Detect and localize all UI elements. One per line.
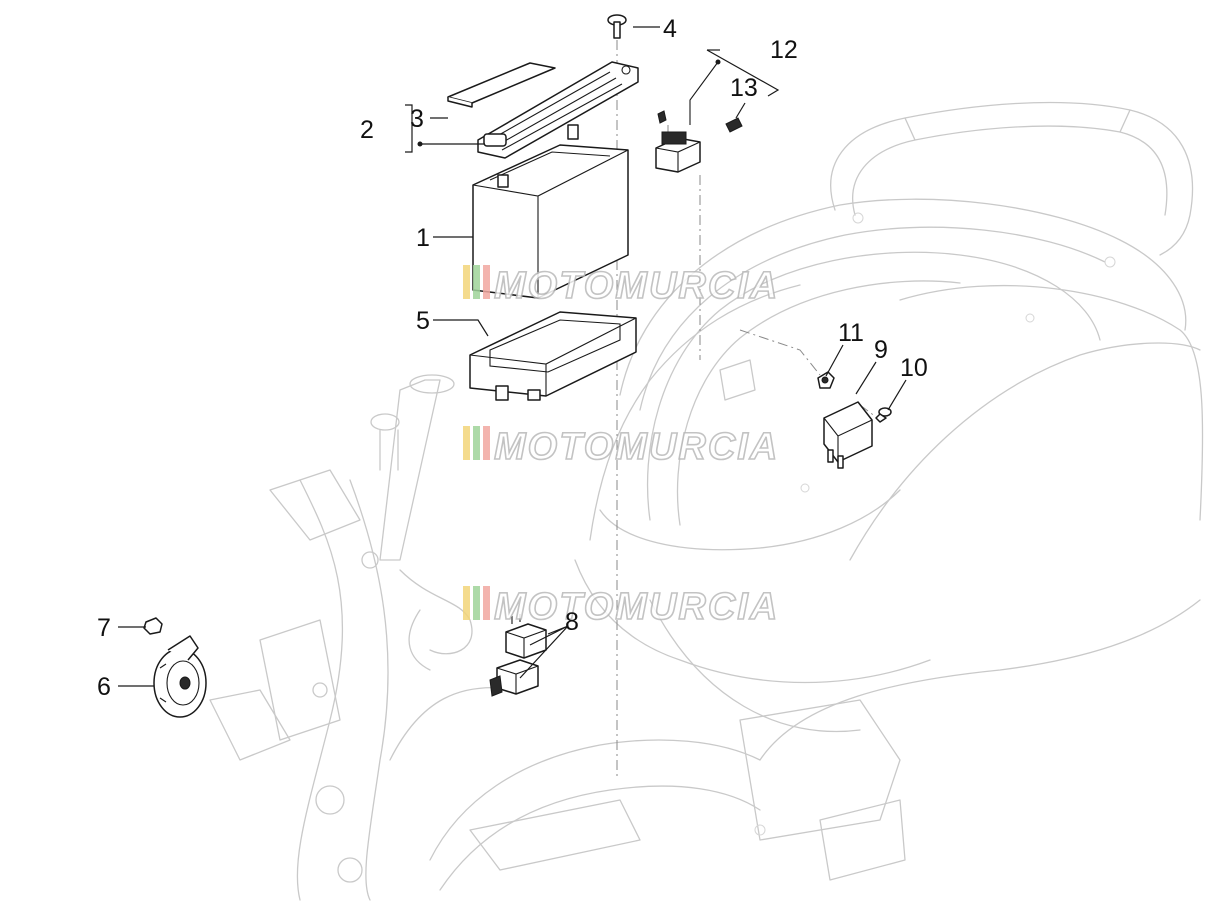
callout-9: 9 xyxy=(874,336,888,364)
watermark-text: MOTOMURCIA xyxy=(494,586,779,628)
callout-6: 6 xyxy=(97,673,111,701)
watermark-stripe-2 xyxy=(473,265,480,299)
watermark-stripe-1 xyxy=(463,586,470,620)
callout-10: 10 xyxy=(900,354,928,382)
watermark-2: MOTOMURCIA xyxy=(463,425,779,469)
callout-7: 7 xyxy=(97,614,111,642)
part-relay-12 xyxy=(655,61,719,173)
callout-8: 8 xyxy=(565,608,579,636)
part-battery-1 xyxy=(472,124,629,299)
part-nut-11 xyxy=(817,371,835,389)
callout-13: 13 xyxy=(730,74,758,102)
part-screw-4 xyxy=(607,14,627,39)
callout-3: 3 xyxy=(410,105,424,133)
part-strap-2 xyxy=(477,61,639,159)
part-terminal-13a xyxy=(657,110,667,124)
callout-4: 4 xyxy=(663,15,677,43)
callout-12: 12 xyxy=(770,36,798,64)
watermark-stripe-3 xyxy=(483,426,490,460)
watermark-stripe-2 xyxy=(473,426,480,460)
watermark-stripe-1 xyxy=(463,426,470,460)
part-terminal-13b xyxy=(725,117,743,133)
watermark-text: MOTOMURCIA xyxy=(494,426,779,468)
watermark-stripe-2 xyxy=(473,586,480,620)
leader-lines xyxy=(118,26,907,687)
part-tray-5 xyxy=(469,311,637,401)
watermark-stripe-3 xyxy=(483,586,490,620)
callout-5: 5 xyxy=(416,307,430,335)
part-horn-6 xyxy=(153,635,207,718)
part-flasher-9 xyxy=(823,401,873,469)
scooter-body-outline xyxy=(209,101,1204,901)
watermark-text: MOTOMURCIA xyxy=(494,265,779,307)
callout-1: 1 xyxy=(416,224,430,252)
callout-labels: 1 2 3 4 5 6 7 8 9 10 11 12 13 xyxy=(97,15,928,701)
callout-11: 11 xyxy=(838,319,864,347)
watermark-1: MOTOMURCIA xyxy=(463,264,779,308)
part-pad-3 xyxy=(447,62,556,108)
watermark-stripe-1 xyxy=(463,265,470,299)
part-nut-7 xyxy=(143,617,163,635)
callout-2: 2 xyxy=(360,116,374,144)
watermark-3: MOTOMURCIA xyxy=(463,585,779,629)
part-relays-8 xyxy=(489,614,547,697)
part-screw-10 xyxy=(875,407,892,423)
watermark-stripe-3 xyxy=(483,265,490,299)
